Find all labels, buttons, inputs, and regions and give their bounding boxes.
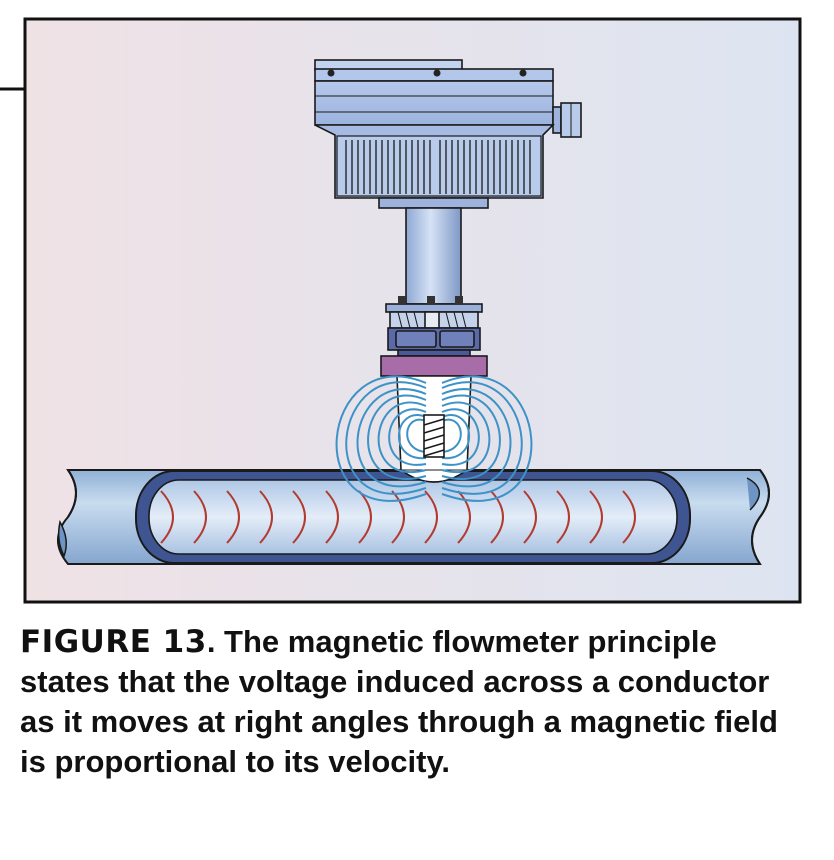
caption-text: . The magnetic flowmeter principle state… [20, 624, 778, 779]
sensor-flange [387, 327, 481, 357]
magnetic-field-lines [335, 375, 533, 502]
sensor-coil [423, 414, 445, 458]
figure-label: FIGURE 13 [20, 624, 207, 660]
pipe [57, 469, 770, 565]
figure-caption: FIGURE 13. The magnetic flowmeter princi… [20, 622, 810, 782]
transmitter-housing [314, 59, 582, 209]
sensor-stem [385, 207, 483, 329]
sensor-collar [380, 355, 488, 377]
flow-arcs [160, 490, 636, 544]
flowmeter-diagram [0, 17, 802, 604]
